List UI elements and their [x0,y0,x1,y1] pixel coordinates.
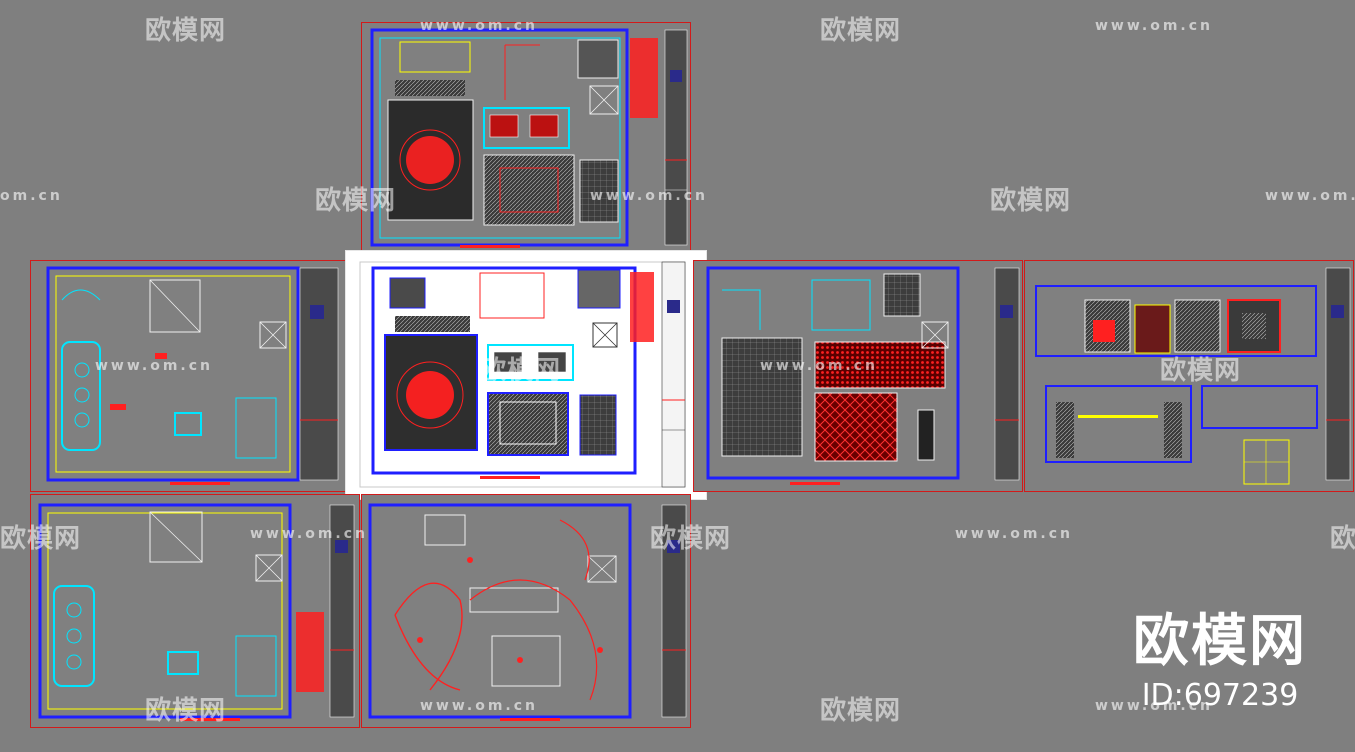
sheet-elevation[interactable] [1024,260,1354,492]
brand-name: 欧模网 [1133,609,1307,674]
brand-overlay: 欧模网 ID:697239 [1133,612,1307,716]
lighting-circuit-plan-drawing [368,503,687,721]
ceiling-plan-upper-drawing [370,28,688,248]
floor-tile-plan-drawing [706,266,1020,485]
floor-plan-layout-drawing [38,503,355,721]
ceiling-plan-selected-drawing [359,261,686,488]
elevation-drawing [1035,267,1351,485]
floor-plan-furniture-drawing [46,266,339,485]
model-id: ID:697239 [1141,678,1299,713]
sheet-lighting-circuit-plan[interactable] [361,494,691,728]
